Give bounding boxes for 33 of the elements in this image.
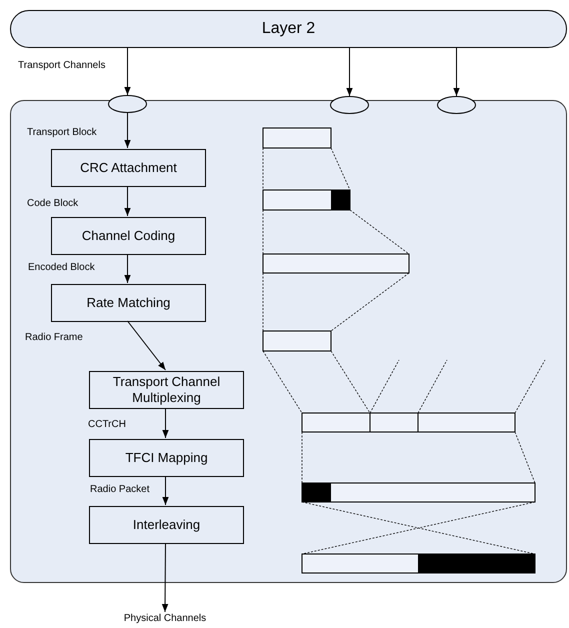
arrow [162, 542, 168, 612]
edge-label: Transport Channels [18, 60, 106, 71]
arrow [124, 254, 131, 284]
box-text: CRC Attachment [79, 160, 178, 176]
layer-band [10, 10, 567, 48]
process-box [89, 371, 244, 409]
process-box [51, 217, 206, 255]
channel-label: Physical Channels [110, 612, 220, 627]
box-text: TFCI Mapping [124, 450, 209, 466]
edge-label: Transport Block [27, 127, 97, 138]
process-box [89, 439, 244, 477]
arrow [162, 476, 169, 506]
panel-background [10, 100, 567, 583]
edge-label: Code Block [27, 198, 78, 209]
arrow [124, 112, 131, 148]
arrow [127, 320, 166, 370]
box-text: Transport Channel Multiplexing [112, 374, 222, 406]
process-box [89, 506, 244, 544]
edge-label: Encoded Block [28, 262, 95, 273]
arrow [124, 186, 131, 216]
box-text: Interleaving [132, 516, 202, 534]
box-text: Channel Coding [80, 228, 176, 244]
arrow [124, 48, 131, 96]
edge-label: Radio Frame [25, 332, 83, 343]
arrow [453, 48, 460, 96]
edge-label: CCTrCH [88, 419, 126, 430]
process-box [51, 284, 206, 322]
edge-label: Radio Packet [90, 484, 150, 495]
box-text: Layer 2 [260, 19, 316, 39]
process-box [51, 149, 206, 187]
box-text: Rate Matching [86, 294, 172, 312]
arrow [162, 408, 169, 438]
arrow [346, 48, 353, 96]
